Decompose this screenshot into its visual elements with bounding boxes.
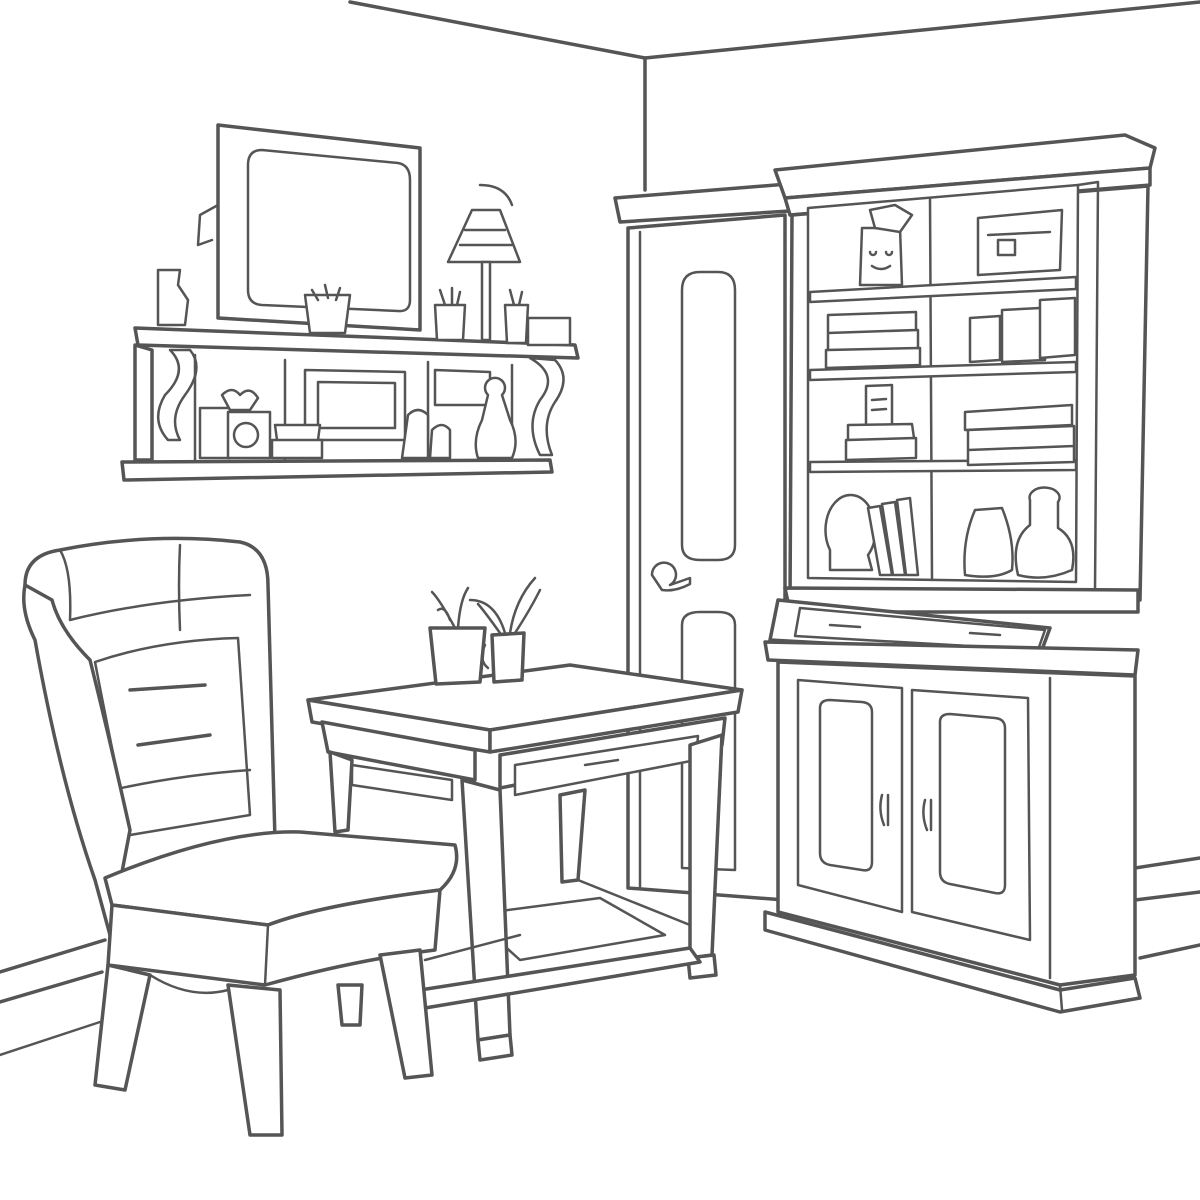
- storage-box: [976, 208, 1064, 277]
- ceiling-line: [348, 0, 1200, 60]
- chair-leg-back: [336, 983, 364, 1027]
- wingback-armchair: [22, 536, 459, 1137]
- decor-figure: [220, 388, 260, 412]
- baseboard-left: [0, 938, 107, 1004]
- pen-cup: [303, 283, 352, 335]
- jar: [864, 383, 894, 428]
- chair-leg-front-right: [378, 948, 434, 1080]
- drawer-pull-icon: [583, 758, 620, 767]
- teapot: [1014, 486, 1075, 579]
- folded-towels: [824, 310, 922, 370]
- chair-seat-front: [106, 888, 442, 987]
- bottles: [968, 306, 1048, 364]
- floating-wall-shelf: [120, 123, 580, 482]
- table-lower-shelf: [418, 946, 702, 1010]
- book-stack: [526, 316, 572, 347]
- plant-cup-table: [490, 631, 526, 684]
- vase: [156, 268, 190, 327]
- shelf-side-left: [133, 343, 154, 462]
- clock-icon: [824, 493, 877, 572]
- wall-mirror: [196, 123, 422, 332]
- stacked-boxes: [963, 403, 1076, 467]
- door-handle-icon: [650, 561, 692, 592]
- tuft-line-upper: [128, 683, 207, 692]
- plant-cup: [433, 286, 467, 342]
- potted-plant: [428, 626, 487, 686]
- book-stack-hutch: [844, 422, 918, 462]
- bottom-shelf-board: [120, 458, 554, 482]
- chair-leg-front-center: [226, 983, 284, 1137]
- cabinet-handle-left-icon: [879, 793, 890, 827]
- cabinet-handle-right-icon: [922, 798, 933, 832]
- hutch-crown: [773, 133, 1157, 200]
- baseboard-right: [1133, 856, 1200, 960]
- table-leg-back-left: [328, 750, 354, 834]
- hutch-cabinet: [763, 133, 1157, 1014]
- shelf-bracket-left: [157, 348, 198, 442]
- room-walls: [0, 0, 1200, 1057]
- vase-hutch: [963, 506, 1014, 578]
- small-box: [198, 406, 232, 460]
- side-table: [306, 576, 744, 1062]
- figurines: [400, 408, 452, 460]
- bowl: [270, 423, 324, 460]
- upright-books: [866, 496, 920, 577]
- bag: [1038, 296, 1077, 360]
- small-plant: [503, 288, 530, 345]
- table-leg-back-right: [558, 788, 587, 884]
- chair-leg-front-left: [93, 963, 152, 1092]
- jar-face: [858, 226, 904, 287]
- table-lamp: [446, 183, 522, 342]
- top-shelf-board: [133, 326, 580, 360]
- tuft-line-lower: [136, 733, 212, 747]
- table-leg-right: [688, 733, 724, 960]
- jug: [474, 376, 517, 460]
- door-window-upper: [680, 270, 737, 562]
- radio: [226, 410, 272, 460]
- shelf-bracket-right: [528, 356, 565, 457]
- floor-line-left: [0, 1020, 102, 1057]
- leaf-decor: [868, 203, 914, 234]
